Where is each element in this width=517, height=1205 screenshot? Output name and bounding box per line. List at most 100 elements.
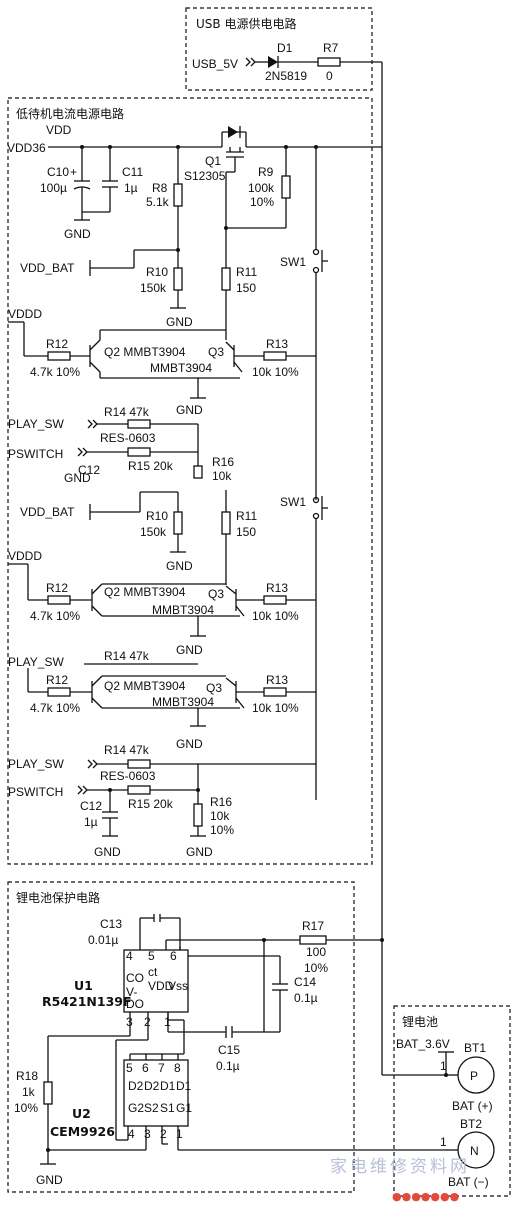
vdd-bat-label-2: VDD_BAT [20,505,75,519]
u1-vss-label: Vss [168,979,188,993]
sw1-label-2: SW1 [280,495,306,509]
r11-ref-2: R11 [236,509,257,523]
protection-section-box [7,881,355,1193]
c13-value: 0.01µ [88,933,118,947]
d1-ref: D1 [277,41,293,55]
usb-power-section: USB 电源供电电路 USB_5V D1 2N5819 R7 0 [185,7,383,1075]
sw1-label: SW1 [280,255,306,269]
r18-ref: R18 [16,1069,38,1083]
play-sw-fragment: PLAY_SW [8,655,64,669]
r9-tol: 10% [250,195,274,209]
c13-ref: C13 [100,917,122,931]
vdd-bat-label: VDD_BAT [20,261,75,275]
c10-polarity: + [70,165,77,179]
vdd-label: VDD [46,123,72,137]
q2-label-3: Q2 MMBT3904 [104,679,186,693]
u2-chip [123,1059,189,1127]
r8-ref: R8 [152,181,168,195]
u2-g1: G1 [176,1101,192,1115]
r10-ref: R10 [146,265,168,279]
battery-section: 锂电池 BAT_3.6V 1 P BT1 BAT (+) 1 N BT2 BAT… [382,1005,511,1197]
u2-d2-a: D2 [128,1079,144,1093]
q3-ref-3: Q3 [206,681,222,695]
r14-label-2: R14 47k [104,743,150,757]
q1-ref: Q1 [205,154,221,168]
r14-label-frag: R14 47k [104,649,150,663]
battery-protection-section: 锂电池保护电路 C13 0.01µ 4 5 6 ct VDD Vss CO V-… [7,881,446,1193]
u1-do-label: DO [126,997,144,1011]
gnd-r16: GND [186,845,213,859]
bt2-pin: 1 [440,1135,447,1149]
q1-mosfet [220,126,247,172]
q2-transistor-2 [91,583,103,617]
c12-value: 1µ [84,815,98,829]
q3-part-2: MMBT3904 [152,603,214,617]
pswitch-label: PSWITCH [8,447,63,461]
c14-ref: C14 [294,975,316,989]
r13-ref: R13 [266,337,288,351]
r11-ref: R11 [236,265,257,279]
bt1-pin: 1 [440,1059,447,1073]
c12-ref-frag: C12 [78,463,100,477]
gnd-c10: GND [64,227,91,241]
c11-value: 1µ [124,181,138,195]
pswitch-label-2: PSWITCH [8,785,63,799]
u2-pin-2: 2 [160,1127,167,1141]
u1-part: R5421N139F [42,994,132,1009]
play-sw-label-2: PLAY_SW [8,757,64,771]
u1-pin-5: 5 [148,949,155,963]
bat-36v-label: BAT_3.6V [396,1037,450,1051]
bt2-terminal [457,1131,495,1169]
u2-d2-b: D2 [144,1079,160,1093]
bt2-symbol: N [470,1144,479,1158]
usb-section-title: USB 电源供电电路 [196,16,296,31]
gnd-q2-2: GND [176,643,203,657]
r15-label-2: R15 20k [128,797,174,811]
bt2-label: BAT (−) [448,1175,489,1189]
r8-value: 5.1k [146,195,170,209]
u2-pin-7: 7 [158,1061,165,1075]
standby-power-section: 低待机电流电源电路 VDD VDD36 C10 + 100µ C11 1µ GN… [7,97,382,865]
battery-section-title: 锂电池 [402,1014,438,1029]
r14-label: R14 47k [104,405,150,419]
u2-ref: U2 [72,1106,91,1121]
u1-ref: U1 [74,978,93,993]
u2-s1: S1 [160,1101,175,1115]
vddd-label-2: VDDD [8,549,42,563]
u2-part: CEM9926 [50,1124,115,1139]
sw1-switch [312,248,328,274]
u2-pin-4: 4 [128,1127,135,1141]
q2-label: Q2 MMBT3904 [104,345,186,359]
r9-value: 100k [248,181,275,195]
q3-transistor-3 [225,677,264,709]
r10-value-2: 150k [140,525,167,539]
u1-chip [123,949,189,1013]
bt1-terminal [457,1056,495,1094]
u2-s2: S2 [144,1101,159,1115]
u2-pin-5: 5 [126,1061,133,1075]
gnd-c12: GND [94,845,121,859]
q3-part: MMBT3904 [150,361,212,375]
gnd-fragment: GND [64,471,91,485]
r10-value: 150k [140,281,167,295]
gnd-q2-3: GND [176,737,203,751]
r11-value-2: 150 [236,525,256,539]
u2-pin-6: 6 [142,1061,149,1075]
c14-value: 0.1µ [294,991,318,1005]
play-sw-label: PLAY_SW [8,417,64,431]
c10-ref: C10 [47,165,69,179]
q3-ref: Q3 [208,345,224,359]
q2-transistor [89,330,101,373]
res0603-label-2: RES-0603 [100,769,156,783]
u1-pin-6: 6 [170,949,177,963]
protection-section-title: 锂电池保护电路 [16,890,100,905]
u1-vm-label: V- [126,985,137,999]
u1-co-label: CO [126,971,144,985]
r7-value: 0 [326,69,333,83]
usb-section-box [185,7,373,91]
gnd-q2: GND [176,403,203,417]
r17-value: 100 [306,945,326,959]
r7-ref: R7 [323,41,339,55]
d1-part: 2N5819 [265,69,307,83]
